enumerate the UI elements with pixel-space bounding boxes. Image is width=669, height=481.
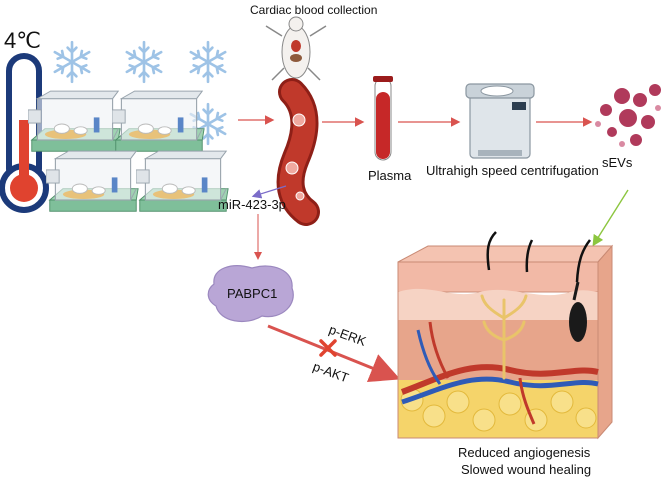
outcome-line2-label: Slowed wound healing [461, 462, 591, 477]
snowflake-icon [53, 40, 91, 84]
mouse-cage-icon [112, 90, 205, 152]
mouse-cage-icon [136, 150, 229, 212]
snowflake-icon [125, 40, 163, 84]
pabpc1-label: PABPC1 [227, 286, 277, 301]
temperature-label: 4℃ [4, 28, 41, 53]
pabpc1-protein-icon [207, 265, 294, 323]
mouse-cage-icon [28, 90, 121, 152]
centrifuge-icon [465, 83, 535, 159]
dissected-mouse-icon [265, 16, 327, 81]
centrifugation-label: Ultrahigh speed centrifugation [426, 163, 599, 178]
sevs-label: sEVs [602, 155, 633, 170]
sevs-icon [595, 84, 661, 147]
mouse-cages [28, 90, 229, 212]
arrow-vessel-to-mirna [251, 185, 287, 199]
plasma-label: Plasma [368, 168, 412, 183]
blood-vessel-icon [276, 78, 320, 226]
inhibition-x-icon [319, 339, 337, 357]
outcome-line1-label: Reduced angiogenesis [458, 445, 591, 460]
skin-tissue-icon [397, 231, 614, 440]
blood-collection-label: Cardiac blood collection [250, 3, 377, 17]
mirna-label: miR-423-3p [218, 197, 286, 212]
mouse-cage-icon [46, 150, 139, 212]
plasma-tube-icon [373, 76, 393, 161]
arrow-sevs-to-skin [592, 189, 629, 247]
snowflake-icon [189, 40, 227, 84]
pakt-label: p-AKT [311, 359, 351, 386]
